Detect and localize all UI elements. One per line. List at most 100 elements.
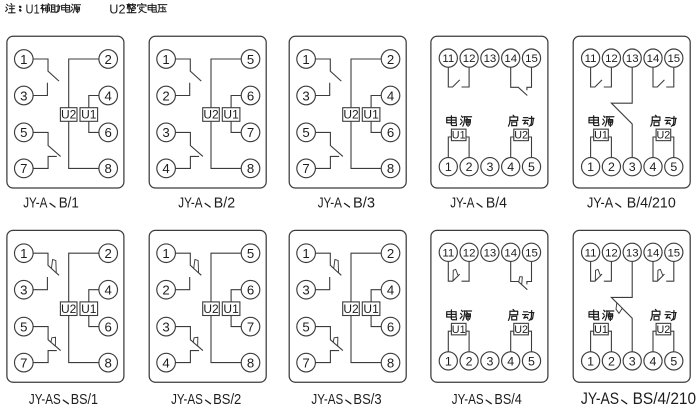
svg-text:4: 4 [162, 355, 169, 370]
svg-text:4: 4 [650, 160, 657, 174]
svg-text:5: 5 [20, 125, 27, 140]
svg-text:BS/2: BS/2 [213, 391, 241, 408]
svg-text:U2: U2 [203, 302, 219, 316]
svg-text:7: 7 [302, 161, 309, 176]
svg-text:6: 6 [387, 319, 394, 334]
svg-text:JY-AS: JY-AS [171, 391, 203, 408]
svg-text:1: 1 [20, 52, 27, 67]
svg-text:15: 15 [667, 247, 680, 259]
svg-text:6: 6 [247, 88, 254, 103]
svg-text:2: 2 [162, 282, 169, 297]
svg-text:7: 7 [20, 355, 27, 370]
svg-text:2: 2 [162, 88, 169, 103]
svg-text:BS/4: BS/4 [494, 391, 521, 408]
svg-text:2: 2 [608, 160, 615, 174]
svg-text:U1: U1 [594, 324, 608, 336]
svg-text:1: 1 [587, 160, 594, 174]
svg-text:JY-A: JY-A [23, 194, 48, 211]
svg-text:15: 15 [525, 53, 538, 65]
svg-text:U1: U1 [26, 2, 40, 17]
svg-text:1: 1 [162, 52, 169, 67]
svg-text:5: 5 [302, 319, 309, 334]
svg-text:14: 14 [647, 247, 660, 259]
svg-text:6: 6 [105, 319, 112, 334]
svg-text:B/4: B/4 [486, 194, 507, 211]
svg-text:U1: U1 [452, 130, 466, 142]
svg-text:7: 7 [302, 355, 309, 370]
svg-text:JY-A: JY-A [587, 194, 614, 211]
svg-text:BS/1: BS/1 [71, 391, 98, 408]
svg-text:3: 3 [486, 354, 493, 368]
svg-text:JY-AS: JY-AS [311, 391, 343, 408]
svg-text:U1: U1 [363, 108, 379, 122]
svg-text:JY-A: JY-A [450, 194, 475, 211]
svg-text:5: 5 [302, 125, 309, 140]
svg-text:1: 1 [302, 246, 309, 261]
svg-text:8: 8 [247, 355, 254, 370]
svg-text:7: 7 [247, 319, 254, 334]
svg-text:11: 11 [442, 247, 454, 259]
svg-text:15: 15 [525, 247, 538, 259]
svg-text:6: 6 [247, 282, 254, 297]
svg-text:U2: U2 [109, 2, 125, 17]
svg-text:1: 1 [445, 160, 452, 174]
svg-text:B/4/210: B/4/210 [627, 194, 676, 211]
svg-text:12: 12 [605, 53, 618, 65]
svg-text:JY-AS: JY-AS [29, 391, 61, 408]
svg-text:U2: U2 [656, 130, 670, 142]
svg-text:3: 3 [486, 160, 493, 174]
svg-text:13: 13 [484, 247, 497, 259]
svg-text:1: 1 [587, 354, 594, 368]
svg-text:3: 3 [629, 160, 636, 174]
svg-text:1: 1 [445, 354, 452, 368]
svg-text:4: 4 [650, 354, 657, 368]
svg-text:6: 6 [387, 125, 394, 140]
svg-text:U2: U2 [203, 108, 219, 122]
svg-text:JY-A: JY-A [178, 194, 203, 211]
svg-text:B/3: B/3 [353, 194, 375, 211]
svg-text:12: 12 [463, 247, 476, 259]
svg-text:4: 4 [105, 282, 112, 297]
svg-text:4: 4 [162, 161, 169, 176]
svg-text:6: 6 [105, 125, 112, 140]
svg-text:11: 11 [442, 53, 454, 65]
svg-text:5: 5 [247, 52, 254, 67]
svg-text:8: 8 [105, 355, 112, 370]
svg-text:8: 8 [387, 355, 394, 370]
svg-text:7: 7 [20, 161, 27, 176]
svg-text:B/1: B/1 [59, 194, 79, 211]
svg-text:5: 5 [670, 160, 677, 174]
svg-text:U1: U1 [81, 108, 97, 122]
svg-text:4: 4 [507, 354, 514, 368]
svg-text:U1: U1 [223, 108, 239, 122]
svg-text:13: 13 [626, 247, 639, 259]
svg-text:U2: U2 [514, 130, 528, 142]
svg-text:U2: U2 [61, 302, 77, 316]
svg-text:12: 12 [463, 53, 476, 65]
svg-text:2: 2 [387, 246, 394, 261]
svg-text:3: 3 [20, 88, 27, 103]
svg-text:15: 15 [667, 53, 680, 65]
svg-text:7: 7 [247, 125, 254, 140]
svg-text:U1: U1 [452, 324, 466, 336]
svg-text:U2: U2 [61, 108, 77, 122]
svg-text:U1: U1 [81, 302, 97, 316]
svg-text:2: 2 [466, 354, 473, 368]
svg-text:8: 8 [105, 161, 112, 176]
svg-text:8: 8 [247, 161, 254, 176]
svg-text:4: 4 [507, 160, 514, 174]
svg-text:3: 3 [162, 319, 169, 334]
svg-text:BS/3: BS/3 [353, 391, 381, 408]
svg-text:JY-AS: JY-AS [581, 390, 619, 408]
svg-text:JY-A: JY-A [318, 194, 343, 211]
svg-text:5: 5 [247, 246, 254, 261]
svg-text:8: 8 [387, 161, 394, 176]
svg-text:3: 3 [302, 282, 309, 297]
svg-text:4: 4 [387, 282, 394, 297]
svg-text:3: 3 [629, 354, 636, 368]
svg-text:2: 2 [387, 52, 394, 67]
svg-text:U2: U2 [514, 324, 528, 336]
svg-text:JY-AS: JY-AS [452, 391, 484, 408]
svg-text:3: 3 [20, 282, 27, 297]
svg-text:2: 2 [608, 354, 615, 368]
